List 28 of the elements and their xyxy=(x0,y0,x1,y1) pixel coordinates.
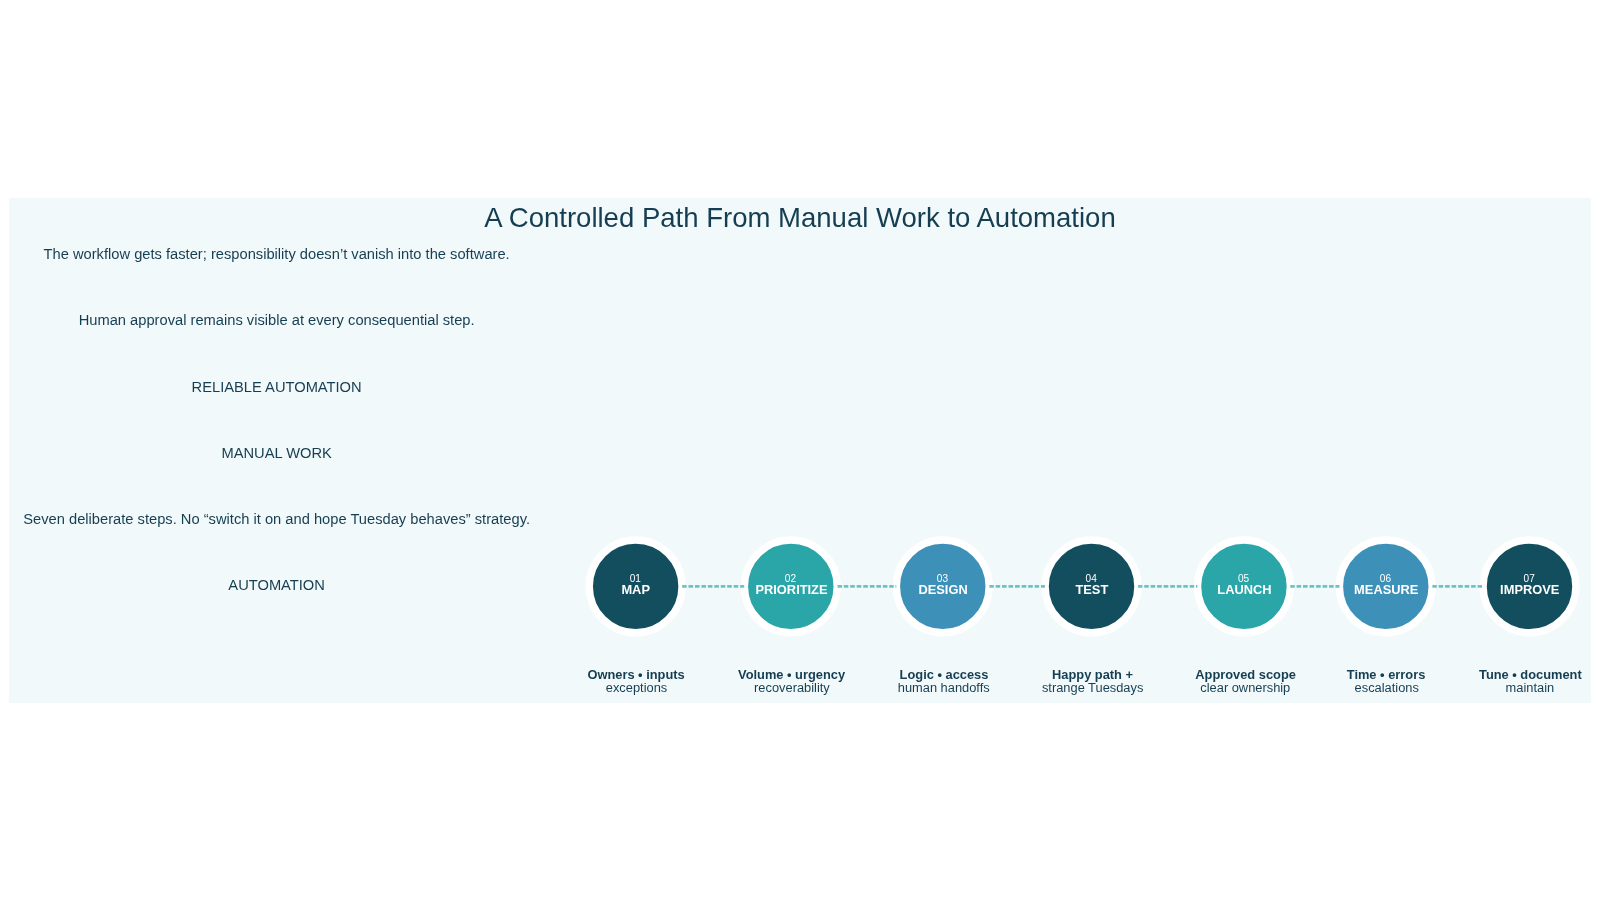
connector xyxy=(682,584,745,588)
node-label: Time • errors xyxy=(1346,666,1426,682)
diagram-title: A Controlled Path From Manual Work to Automation xyxy=(484,201,1116,233)
node-circle: 05 LAUNCH xyxy=(1193,535,1294,636)
node-circle: 07 IMPROVE xyxy=(1479,535,1580,636)
label: RELIABLE AUTOMATION xyxy=(191,378,362,395)
label: AUTOMATION xyxy=(228,576,325,593)
connector xyxy=(1138,584,1198,588)
label: The workflow gets faster; responsibility doesn’t vanish into the software. xyxy=(43,245,510,262)
node-label: escalations xyxy=(1354,679,1419,695)
node-circle: 01 MAP xyxy=(585,535,686,636)
node-label: Approved scope xyxy=(1195,666,1296,682)
connector xyxy=(989,584,1045,588)
node-label: Owners • inputs xyxy=(587,666,685,682)
node-circle: 03 DESIGN xyxy=(892,535,993,636)
node-label: Tune • document xyxy=(1479,666,1582,682)
label: Seven deliberate steps. No “switch it on and hope Tuesday behaves” strategy. xyxy=(23,510,531,527)
connector xyxy=(1290,584,1340,588)
node-label: maintain xyxy=(1505,679,1555,695)
node-label: Logic • access xyxy=(899,666,989,682)
label: MANUAL WORK xyxy=(221,444,332,461)
connector xyxy=(837,584,897,588)
connector xyxy=(1432,584,1483,588)
node-circle: 02 PRIORITIZE xyxy=(740,535,841,636)
node-circle: 04 TEST xyxy=(1041,535,1142,636)
label: Human approval remains visible at every consequential step. xyxy=(78,311,475,328)
node-label: Volume • urgency xyxy=(738,666,846,682)
node-circle: 06 MEASURE xyxy=(1335,535,1436,636)
